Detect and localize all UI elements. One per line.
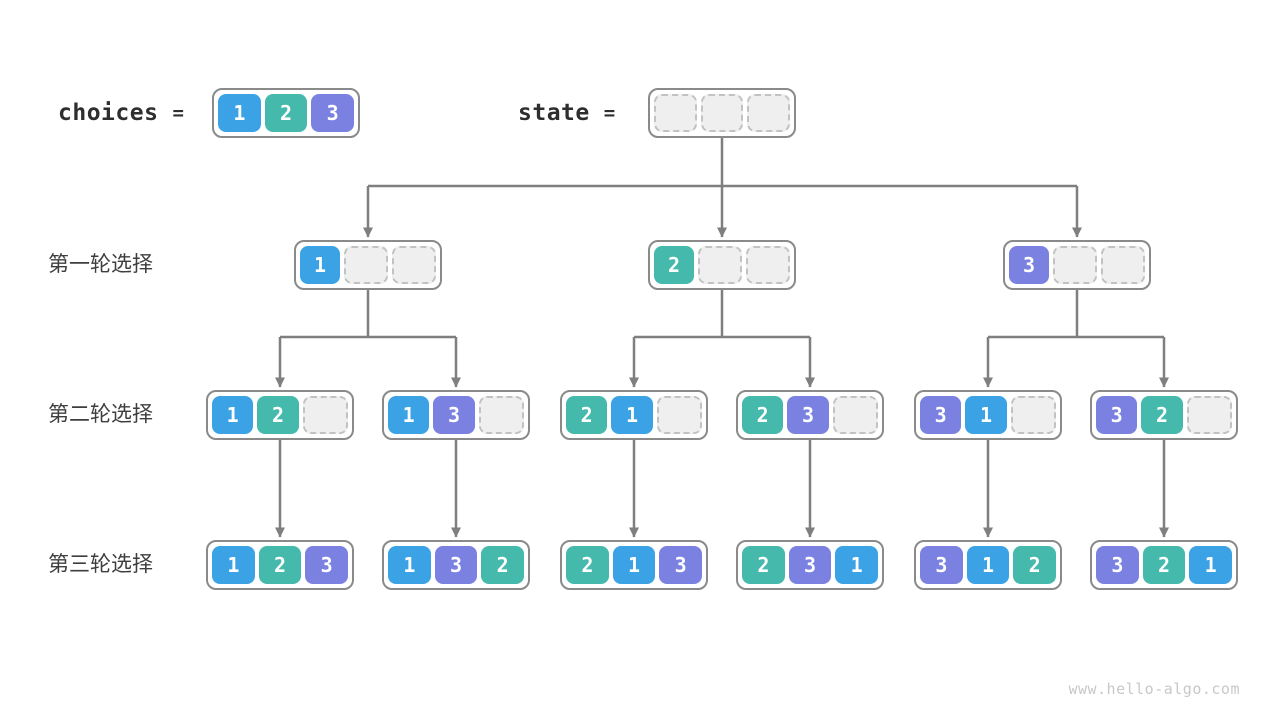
row-label-round-2: 第二轮选择 bbox=[48, 403, 153, 426]
cell-value-2: 2 bbox=[742, 396, 784, 434]
cell-value-1: 1 bbox=[218, 94, 261, 132]
cell-value-2: 2 bbox=[654, 246, 694, 284]
watermark: www.hello-algo.com bbox=[1068, 680, 1240, 698]
cell-value-3: 3 bbox=[659, 546, 703, 584]
state-box-round1-0: 1 bbox=[294, 240, 442, 290]
cell-value-3: 3 bbox=[1096, 396, 1138, 434]
state-box-round1-1: 2 bbox=[648, 240, 796, 290]
choices-equals-sign: = bbox=[172, 102, 184, 124]
cell-empty-slot bbox=[392, 246, 436, 284]
cell-value-3: 3 bbox=[305, 546, 349, 584]
cell-value-3: 3 bbox=[1096, 546, 1139, 584]
cell-empty-slot bbox=[478, 396, 524, 434]
cell-value-2: 2 bbox=[1141, 396, 1183, 434]
cell-empty-slot bbox=[302, 396, 348, 434]
cell-empty-slot bbox=[1010, 396, 1056, 434]
cell-value-3: 3 bbox=[920, 546, 963, 584]
cell-value-2: 2 bbox=[257, 396, 299, 434]
row-label-round-1: 第一轮选择 bbox=[48, 253, 153, 276]
cell-value-3: 3 bbox=[1009, 246, 1049, 284]
cell-empty-slot bbox=[1053, 246, 1097, 284]
cell-value-3: 3 bbox=[788, 546, 832, 584]
cell-value-2: 2 bbox=[566, 396, 608, 434]
state-label: state = bbox=[518, 88, 615, 138]
cell-value-1: 1 bbox=[835, 546, 879, 584]
row-label-round-3: 第三轮选择 bbox=[48, 553, 153, 576]
cell-value-1: 1 bbox=[965, 396, 1007, 434]
cell-empty-slot bbox=[832, 396, 878, 434]
cell-value-2: 2 bbox=[481, 546, 525, 584]
cell-value-1: 1 bbox=[212, 546, 255, 584]
cell-empty-slot bbox=[747, 94, 791, 132]
cell-value-1: 1 bbox=[388, 396, 430, 434]
cell-value-1: 1 bbox=[1189, 546, 1233, 584]
cell-value-2: 2 bbox=[1013, 546, 1057, 584]
cell-value-2: 2 bbox=[1142, 546, 1186, 584]
state-box-round1-2: 3 bbox=[1003, 240, 1151, 290]
cell-empty-slot bbox=[700, 94, 744, 132]
state-equals-sign: = bbox=[603, 102, 616, 124]
choices-text: choices bbox=[58, 100, 159, 126]
cell-value-2: 2 bbox=[566, 546, 609, 584]
cell-value-3: 3 bbox=[433, 396, 475, 434]
cell-value-1: 1 bbox=[388, 546, 431, 584]
cell-value-2: 2 bbox=[258, 546, 302, 584]
cell-value-1: 1 bbox=[212, 396, 254, 434]
state-array-box bbox=[648, 88, 796, 138]
cell-value-2: 2 bbox=[264, 94, 308, 132]
cell-empty-slot bbox=[746, 246, 790, 284]
cell-empty-slot bbox=[344, 246, 388, 284]
cell-empty-slot bbox=[1101, 246, 1145, 284]
cell-empty-slot bbox=[698, 246, 742, 284]
cell-value-3: 3 bbox=[787, 396, 829, 434]
cell-value-1: 1 bbox=[300, 246, 340, 284]
cell-value-3: 3 bbox=[311, 94, 355, 132]
cell-value-1: 1 bbox=[612, 546, 656, 584]
cell-empty-slot bbox=[1186, 396, 1232, 434]
cell-value-1: 1 bbox=[966, 546, 1010, 584]
cell-value-2: 2 bbox=[742, 546, 785, 584]
cell-empty-slot bbox=[656, 396, 702, 434]
cell-value-3: 3 bbox=[920, 396, 962, 434]
state-text: state bbox=[518, 100, 590, 126]
choices-label: choices = bbox=[58, 88, 184, 138]
cell-value-1: 1 bbox=[611, 396, 653, 434]
cell-empty-slot bbox=[654, 94, 697, 132]
cell-value-3: 3 bbox=[434, 546, 478, 584]
